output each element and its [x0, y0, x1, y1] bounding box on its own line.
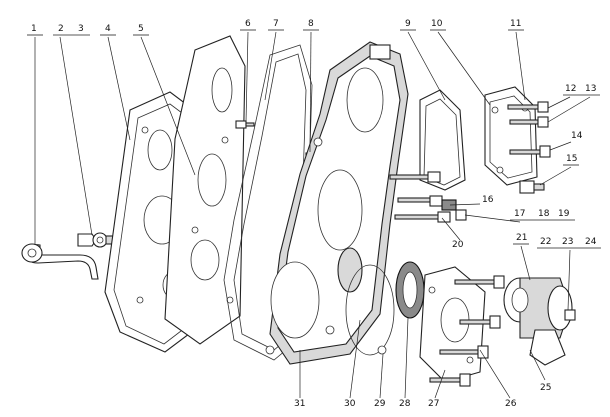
- crank-oil-seal: [395, 261, 425, 319]
- bolts-12-13-14: [507, 101, 551, 158]
- bolts-25: [454, 275, 505, 329]
- bolt-6: [235, 120, 255, 129]
- callout-17: 17: [514, 209, 525, 219]
- seal-ring: [345, 264, 395, 356]
- callout-19: 19: [558, 209, 570, 219]
- callout-10: 10: [431, 19, 443, 29]
- callout-14: 14: [571, 131, 583, 141]
- callout-3: 3: [78, 24, 84, 34]
- oil-seal-gasket: [419, 89, 466, 191]
- callout-22: 22: [540, 237, 551, 247]
- callout-26: 26: [505, 399, 517, 409]
- callout-25: 25: [540, 383, 551, 393]
- pump-cover: [419, 266, 489, 387]
- callout-20: 20: [452, 240, 464, 250]
- callout-27: 27: [428, 399, 439, 409]
- callout-15: 15: [566, 154, 577, 164]
- bolt-22-24: [564, 309, 576, 321]
- pump-unit: [503, 277, 573, 366]
- callout-30: 30: [344, 399, 356, 409]
- callout-2: 2: [58, 24, 64, 34]
- callout-7: 7: [273, 19, 279, 29]
- callout-12: 12: [565, 84, 576, 94]
- callout-layer: 1 2 3 4 5 6 7 8 9 10 11 12 13 14 15 16 1…: [27, 19, 601, 409]
- oil-pipe-assembly: [21, 232, 115, 280]
- callout-5: 5: [138, 24, 144, 34]
- bolts-16-20: [389, 171, 467, 223]
- callout-1: 1: [31, 24, 37, 34]
- callout-24: 24: [585, 237, 597, 247]
- callout-28: 28: [399, 399, 411, 409]
- rear-cover: [484, 86, 538, 186]
- callout-11: 11: [510, 19, 521, 29]
- callout-18: 18: [538, 209, 550, 219]
- callout-9: 9: [405, 19, 411, 29]
- callout-31: 31: [294, 399, 305, 409]
- timing-plate: [164, 35, 246, 345]
- callout-8: 8: [308, 19, 314, 29]
- callout-6: 6: [245, 19, 251, 29]
- cover-gasket: [223, 44, 313, 361]
- timing-cover-housing: [265, 41, 409, 365]
- callout-16: 16: [482, 195, 494, 205]
- callout-29: 29: [374, 399, 386, 409]
- callout-21: 21: [516, 233, 527, 243]
- bolt-15: [519, 180, 545, 194]
- callout-4: 4: [105, 24, 111, 34]
- callout-13: 13: [585, 84, 596, 94]
- callout-23: 23: [562, 237, 573, 247]
